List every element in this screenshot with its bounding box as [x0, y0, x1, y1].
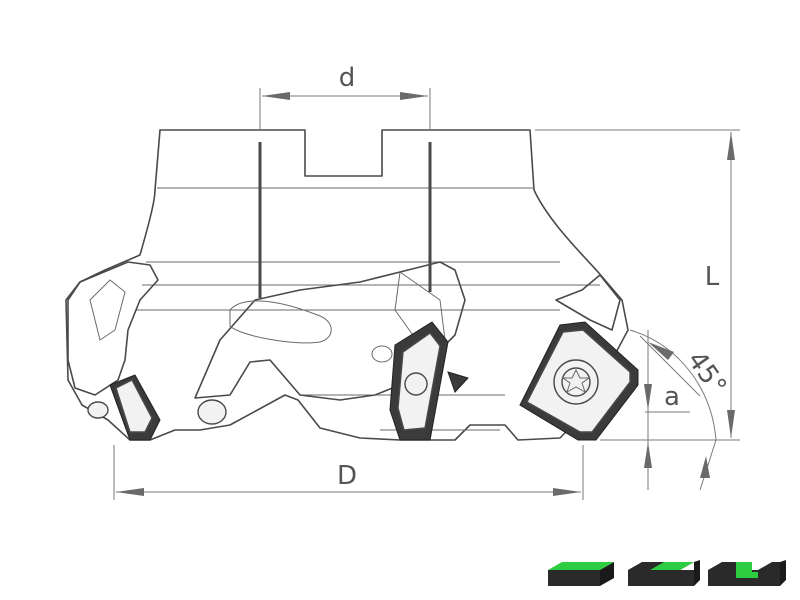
- dimension-angle-label: 45°: [681, 346, 732, 401]
- dimension-a: a: [644, 330, 690, 490]
- bore-centerlines: [258, 142, 432, 298]
- chip-block-icon-2: [628, 560, 700, 586]
- dimension-a-label: a: [664, 382, 680, 412]
- dimension-D: D: [113, 445, 584, 500]
- chip-block-icon-3: [708, 560, 786, 586]
- dimension-D-label: D: [337, 461, 357, 491]
- inserts: [87, 321, 639, 441]
- dimension-d: d: [259, 63, 431, 130]
- dimension-L-label: L: [705, 262, 720, 292]
- dimension-L: L: [535, 129, 740, 441]
- chip-block-icon-1: [548, 562, 614, 586]
- dimension-d-label: d: [339, 63, 356, 93]
